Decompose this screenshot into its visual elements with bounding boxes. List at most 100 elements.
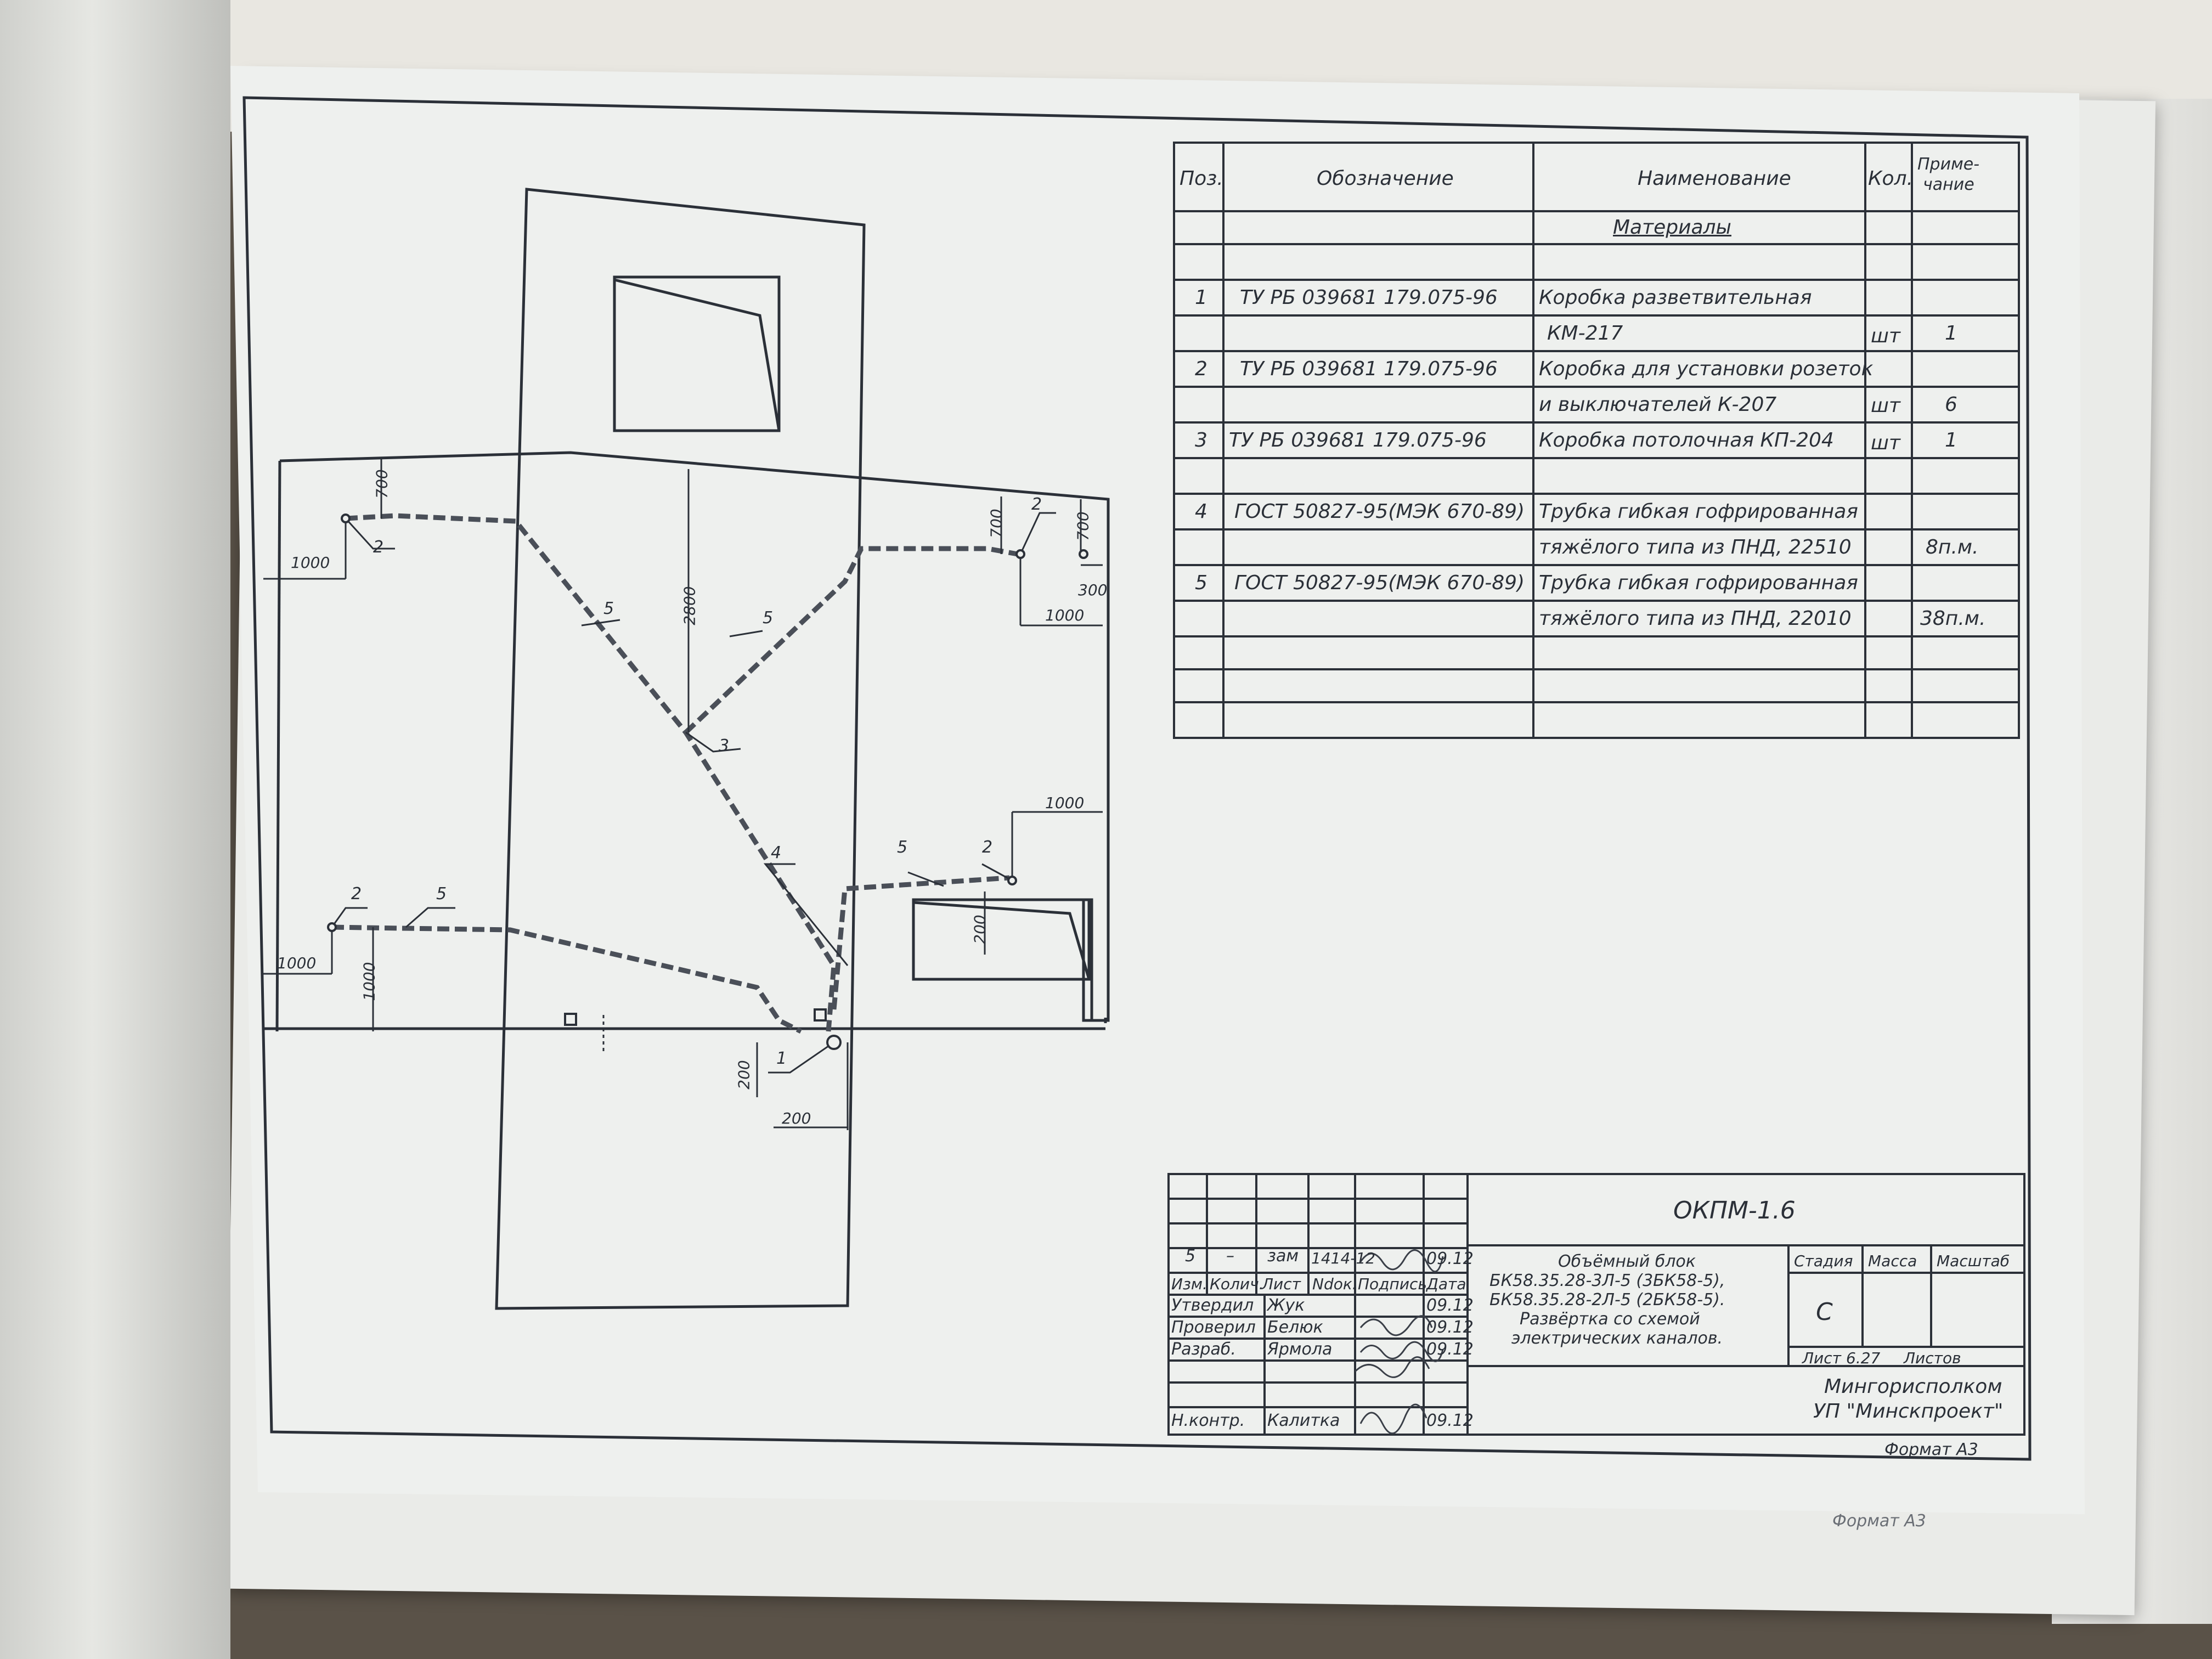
col-sign: Подпись <box>1358 1275 1427 1293</box>
role-approved: Утвердил <box>1171 1296 1254 1315</box>
label-4: 4 <box>771 843 782 862</box>
header-pos: Поз. <box>1180 167 1223 190</box>
row-1-name: Коробка разветвительная <box>1539 286 1812 309</box>
label-2-left-bottom: 2 <box>351 884 362 904</box>
section-title: Материалы <box>1613 216 1731 239</box>
label-5-left: 5 <box>603 599 614 618</box>
rev-date: 09.12 <box>1426 1249 1474 1268</box>
row-4-designation: ГОСТ 50827-95(МЭК 670-89) <box>1234 500 1525 523</box>
sheet-label: Лист <box>1802 1349 1841 1367</box>
dim-200-right: 200 <box>970 915 989 944</box>
signature-scribbles <box>1354 1249 1444 1435</box>
desc-line-2: БК58.35.28-3Л-5 (3БК58-5), <box>1489 1271 1725 1290</box>
header-name: Наименование <box>1638 167 1791 190</box>
stage-value: С <box>1816 1298 1833 1326</box>
name-checked: Белюк <box>1267 1318 1323 1337</box>
row-2b-note: 6 <box>1945 393 1957 416</box>
row-3-name: Коробка потолочная КП-204 <box>1539 429 1834 452</box>
back-format-label: Формат А3 <box>1832 1511 1926 1531</box>
row-1b-name: КМ-217 <box>1547 322 1623 345</box>
name-approved: Жук <box>1267 1296 1305 1315</box>
dim-300: 300 <box>1078 581 1108 599</box>
col-ndok: Ndок. <box>1312 1275 1357 1293</box>
label-2-left-top: 2 <box>373 538 384 557</box>
desc-line-1: Объёмный блок <box>1558 1252 1696 1271</box>
row-1-pos: 1 <box>1195 286 1207 309</box>
dim-700-left: 700 <box>373 469 391 499</box>
row-2-name: Коробка для установки розеток <box>1539 358 1874 380</box>
sheet-frame <box>242 96 2032 1461</box>
row-5-designation: ГОСТ 50827-95(МЭК 670-89) <box>1234 572 1525 594</box>
header-note-2: чание <box>1923 175 1974 194</box>
label-3: 3 <box>719 736 730 755</box>
role-checked: Проверил <box>1171 1318 1256 1337</box>
row-5-name: Трубка гибкая гофрированная <box>1539 572 1858 594</box>
junction-markers <box>327 514 1088 1050</box>
label-5-right: 5 <box>897 838 908 857</box>
binder-cover <box>0 0 230 1659</box>
name-norm-control: Калитка <box>1267 1411 1340 1430</box>
row-1b-qty: шт <box>1871 325 1900 347</box>
sheets-label: Листов <box>1904 1349 1961 1367</box>
dim-1000-vertical: 1000 <box>360 962 379 1001</box>
dim-2800: 2800 <box>680 586 699 625</box>
row-4b-name: тяжёлого типа из ПНД, 22510 <box>1539 536 1852 558</box>
label-1: 1 <box>776 1049 787 1068</box>
date-developer: 09.12 <box>1426 1340 1474 1359</box>
dimension-lines <box>263 458 1103 1130</box>
spec-table-grid <box>1173 142 2020 739</box>
row-2b-name: и выключателей К-207 <box>1539 393 1777 416</box>
rev-kol: – <box>1226 1246 1234 1266</box>
conduit-routes <box>331 513 1018 1034</box>
org-line-1: Мингорисполком <box>1824 1375 2002 1398</box>
role-norm-control: Н.контр. <box>1171 1411 1245 1430</box>
col-list: Лист <box>1262 1275 1301 1293</box>
dim-200-bottom-h: 200 <box>782 1109 811 1127</box>
header-qty: Кол. <box>1868 167 1914 190</box>
rev-list: зам <box>1267 1246 1299 1266</box>
row-4-name: Трубка гибкая гофрированная <box>1539 500 1858 523</box>
stage-label: Стадия <box>1794 1252 1853 1270</box>
date-checked: 09.12 <box>1426 1318 1474 1337</box>
dim-1000-right-mid: 1000 <box>1045 794 1085 812</box>
row-3-pos: 3 <box>1195 429 1207 452</box>
name-developer: Ярмола <box>1267 1340 1333 1359</box>
row-3-designation: ТУ РБ 039681 179.075-96 <box>1229 429 1487 452</box>
mass-label: Масса <box>1868 1252 1917 1270</box>
role-developer: Разраб. <box>1171 1340 1236 1359</box>
col-date: Дата <box>1426 1275 1466 1293</box>
row-2b-qty: шт <box>1871 394 1900 417</box>
scale-label: Масштаб <box>1937 1252 2010 1270</box>
label-5-mid: 5 <box>763 608 774 628</box>
row-3-note: 1 <box>1945 429 1957 452</box>
col-izm: Изм. <box>1171 1275 1207 1293</box>
row-1-designation: ТУ РБ 039681 179.075-96 <box>1240 286 1498 309</box>
format-label: Формат А3 <box>1884 1440 1978 1459</box>
label-2-right-mid: 2 <box>982 838 993 857</box>
row-5b-name: тяжёлого типа из ПНД, 22010 <box>1539 607 1852 630</box>
row-5-pos: 5 <box>1195 572 1207 594</box>
col-kol: Колич. <box>1210 1275 1264 1293</box>
header-note-1: Приме- <box>1917 155 1980 174</box>
dim-700-right-a: 700 <box>987 509 1006 538</box>
header-designation: Обозначение <box>1317 167 1454 190</box>
sheet-value: 6.27 <box>1846 1349 1881 1367</box>
leader-lines <box>331 512 1056 1074</box>
row-4b-note: 8п.м. <box>1926 536 1979 558</box>
document-code: ОКПМ-1.6 <box>1673 1197 1796 1224</box>
dim-200-bottom-v: 200 <box>735 1060 753 1090</box>
paper <box>230 66 2085 1514</box>
row-2-designation: ТУ РБ 039681 179.075-96 <box>1240 358 1498 380</box>
dim-1000-right-top: 1000 <box>1045 606 1085 624</box>
dim-1000-left-bottom: 1000 <box>277 954 317 972</box>
org-line-2: УП "Минскпроект" <box>1813 1400 2004 1423</box>
row-4-pos: 4 <box>1195 500 1207 523</box>
row-5b-note: 38п.м. <box>1920 607 1986 630</box>
date-approved: 09.12 <box>1426 1296 1474 1315</box>
title-block-grid <box>1167 1173 2025 1436</box>
wall-outlines <box>263 188 1110 1310</box>
desc-line-5: электрических каналов. <box>1511 1329 1723 1348</box>
row-1b-note: 1 <box>1945 322 1957 345</box>
